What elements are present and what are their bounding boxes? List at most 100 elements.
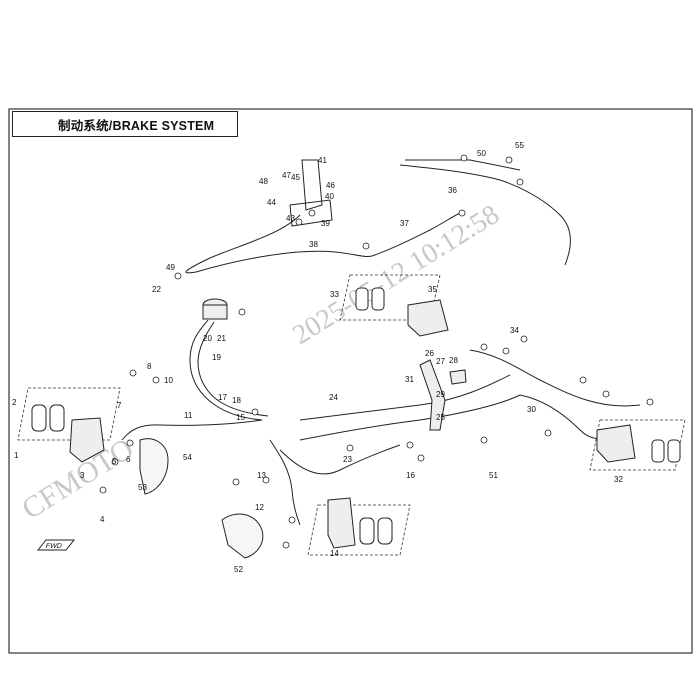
- pedal-arm: [419, 359, 446, 431]
- pad-panel-left: [17, 387, 121, 441]
- fwd-direction-badge: FWD: [36, 539, 76, 551]
- front-line-a: [189, 319, 263, 421]
- callout-26: 26: [425, 349, 434, 358]
- callout-38: 38: [309, 240, 318, 249]
- callout-45: 45: [291, 173, 300, 182]
- callout-28: 28: [449, 356, 458, 365]
- master-cylinder: [202, 298, 467, 431]
- caliper-rear-right: [596, 424, 636, 463]
- callout-11: 11: [184, 411, 193, 420]
- brake-pad-left-b: [49, 404, 65, 432]
- callout-47: 47: [282, 171, 291, 180]
- brake-switch: [449, 369, 467, 385]
- brake-pad-right-b: [667, 439, 681, 463]
- diagram-title: 制动系统/BRAKE SYSTEM: [58, 119, 215, 133]
- handbrake-mount: [289, 199, 333, 227]
- callout-14: 14: [330, 549, 339, 558]
- fasteners: [99, 154, 654, 549]
- front-line-b: [197, 321, 269, 417]
- callout-46: 46: [326, 181, 335, 190]
- centre-hose-a: [299, 374, 511, 421]
- brake-pads: [31, 287, 681, 545]
- callout-13: 13: [257, 471, 266, 480]
- brake-pad-lower-a: [377, 517, 393, 545]
- callout-18: 18: [232, 396, 241, 405]
- callout-23: 23: [343, 455, 352, 464]
- brake-pad-top-a: [355, 287, 369, 311]
- caliper-front-left: [69, 417, 105, 463]
- calipers: [69, 299, 636, 549]
- callout-43: 43: [286, 214, 295, 223]
- handbrake-cable: [185, 214, 373, 274]
- callout-4: 4: [100, 515, 105, 524]
- callout-36: 36: [448, 186, 457, 195]
- callout-52: 52: [234, 565, 243, 574]
- callout-17: 17: [218, 393, 227, 402]
- callout-12: 12: [255, 503, 264, 512]
- callout-3: 3: [80, 471, 85, 480]
- callout-2: 2: [12, 398, 17, 407]
- top-cable: [399, 164, 571, 266]
- callout-30: 30: [527, 405, 536, 414]
- callout-10: 10: [164, 376, 173, 385]
- callout-39: 39: [321, 219, 330, 228]
- fwd-label: FWD: [45, 542, 63, 550]
- callout-50: 50: [477, 149, 486, 158]
- reservoir-body: [202, 304, 228, 320]
- callout-35: 35: [428, 285, 437, 294]
- pad-panel-lower: [307, 504, 411, 556]
- centre-hose-c: [279, 444, 401, 475]
- callout-41: 41: [318, 156, 327, 165]
- callout-15: 15: [236, 413, 245, 422]
- callout-27: 27: [436, 357, 445, 366]
- disc-guard-front: [139, 438, 169, 495]
- callout-29: 29: [436, 390, 445, 399]
- callout-5: 5: [112, 457, 117, 466]
- title-box: [12, 111, 238, 137]
- callout-20: 20: [203, 334, 212, 343]
- caliper-rear-top: [407, 299, 449, 337]
- handbrake-lever: [301, 159, 323, 211]
- left-front-hose: [121, 419, 263, 441]
- callout-33: 33: [330, 290, 339, 299]
- callout-24: 24: [329, 393, 338, 402]
- callout-1: 1: [14, 451, 19, 460]
- brake-pad-left-a: [31, 404, 47, 432]
- brake-pad-top-b: [371, 287, 385, 311]
- handbrake-cable-2: [371, 212, 461, 257]
- callout-44: 44: [267, 198, 276, 207]
- callout-31: 31: [405, 375, 414, 384]
- callout-53: 53: [138, 483, 147, 492]
- lower-left-hose: [269, 439, 301, 526]
- callout-6: 6: [126, 455, 131, 464]
- callout-49: 49: [166, 263, 175, 272]
- brake-pad-lower-b: [359, 517, 375, 545]
- callout-34: 34: [510, 326, 519, 335]
- callout-54: 54: [183, 453, 192, 462]
- brake-pad-right-a: [651, 439, 665, 463]
- callout-16: 16: [406, 471, 415, 480]
- disc-guards: [139, 438, 264, 559]
- disc-guard-rear: [221, 513, 264, 559]
- rear-right-line: [469, 349, 641, 407]
- brake-lines: [121, 159, 641, 526]
- callout-51: 51: [489, 471, 498, 480]
- callout-37: 37: [400, 219, 409, 228]
- callout-numbers: 2 1 3 4 5 6 7 8 10 11 12 13 14 15 16 17 …: [12, 141, 623, 574]
- callout-40: 40: [325, 192, 334, 201]
- callout-22: 22: [152, 285, 161, 294]
- callout-48: 48: [259, 177, 268, 186]
- pad-panel-rear-right: [589, 419, 686, 471]
- callout-25: 25: [436, 413, 445, 422]
- centre-hose-b: [299, 394, 521, 441]
- top-cable-2: [405, 159, 521, 171]
- callout-19: 19: [212, 353, 221, 362]
- callout-55: 55: [515, 141, 524, 150]
- sheet-frame: [8, 108, 693, 654]
- caliper-front-right: [327, 497, 356, 549]
- callout-8: 8: [147, 362, 152, 371]
- callout-32: 32: [614, 475, 623, 484]
- callout-7: 7: [117, 401, 122, 410]
